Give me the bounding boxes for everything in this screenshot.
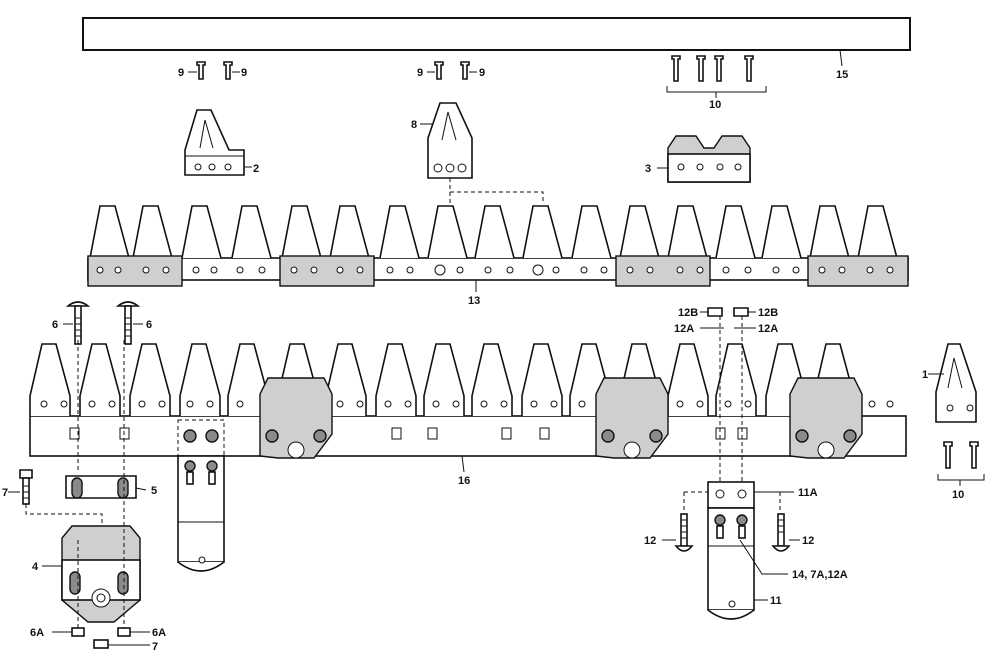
bolts-6 [63, 301, 143, 345]
part-3-clip [657, 135, 751, 183]
label-9-a: 9 [178, 67, 184, 79]
label-12A-right: 12A [758, 323, 778, 335]
guard-teeth-13 [89, 205, 898, 259]
label-10-top: 10 [709, 99, 721, 111]
label-5: 5 [151, 485, 157, 497]
bolts-9 [188, 61, 477, 80]
holes-13 [96, 264, 894, 276]
label-6A-left: 6A [30, 627, 44, 639]
label-7-top: 7 [2, 487, 8, 499]
label-13: 13 [468, 295, 480, 307]
part-13-guard-bar [87, 205, 909, 292]
label-6A-right: 6A [152, 627, 166, 639]
label-11: 11 [770, 595, 782, 607]
label-6-right: 6 [146, 319, 152, 331]
part-16-main-bar [29, 343, 907, 473]
bolts-10-top [666, 55, 767, 98]
label-10-right: 10 [952, 489, 964, 501]
part-8-section [420, 102, 544, 205]
label-9-b: 9 [241, 67, 247, 79]
hanger-right [662, 307, 800, 620]
holes-16-top [40, 400, 894, 408]
part-labels: 9 9 9 9 10 15 2 8 3 13 6 6 12B 12B 12A 1… [2, 67, 964, 653]
label-3: 3 [645, 163, 651, 175]
clips-16 [259, 377, 863, 459]
label-12B-right: 12B [758, 307, 778, 319]
label-14-7A-12A: 14, 7A,12A [792, 569, 848, 581]
label-2: 2 [253, 163, 259, 175]
hanger-left [8, 340, 150, 649]
label-11A: 11A [798, 487, 818, 499]
teeth-16 [29, 343, 855, 416]
label-9-d: 9 [479, 67, 485, 79]
label-16: 16 [458, 475, 470, 487]
label-6-left: 6 [52, 319, 58, 331]
part-1-section [928, 343, 985, 486]
label-1: 1 [922, 369, 928, 381]
hanger-strap-left [177, 455, 225, 572]
part-2-section [184, 109, 252, 176]
label-8: 8 [411, 119, 417, 131]
label-4: 4 [32, 561, 39, 573]
part-15-bar [82, 17, 911, 67]
label-12-right: 12 [802, 535, 814, 547]
label-12B-left: 12B [678, 307, 698, 319]
label-15: 15 [836, 69, 848, 81]
label-7-bottom: 7 [152, 641, 158, 653]
label-12A-left: 12A [674, 323, 694, 335]
label-9-c: 9 [417, 67, 423, 79]
label-12-left: 12 [644, 535, 656, 547]
